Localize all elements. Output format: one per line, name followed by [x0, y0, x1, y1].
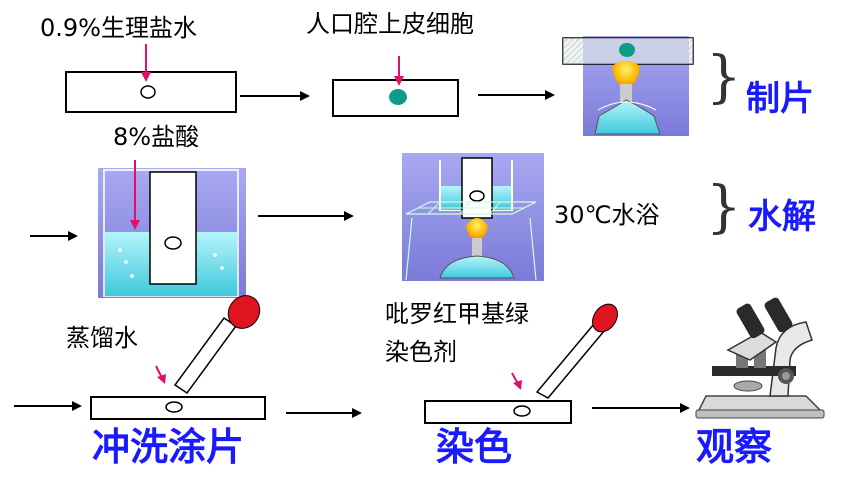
water-bath-illustration	[402, 153, 544, 281]
water-bath-label: 30℃水浴	[554, 201, 660, 229]
stage-hydrolysis: 水解	[748, 197, 816, 237]
make-slide-brace: }	[706, 45, 742, 110]
hydrolysis-brace: }	[706, 175, 742, 240]
stain-label-line2: 染色剂	[385, 338, 457, 366]
arrow-2	[478, 90, 555, 100]
rinse-slide	[90, 396, 266, 420]
heating-slide-illustration	[562, 36, 694, 136]
distilled-water-dropper	[173, 295, 261, 395]
cheek-cells-label: 人口腔上皮细胞	[306, 10, 474, 38]
arrow-7	[592, 403, 690, 413]
hcl-pointer	[130, 160, 140, 230]
cheek-cell-pointer	[394, 56, 404, 86]
saline-label: 0.9%生理盐水	[40, 14, 197, 42]
arrow-3	[30, 231, 78, 241]
stage-stain: 染色	[436, 425, 513, 469]
arrow-6	[286, 408, 362, 418]
microscope-icon	[695, 297, 825, 419]
stain-pointer	[511, 372, 522, 390]
hcl-beaker	[98, 168, 246, 298]
arrow-5	[14, 401, 82, 411]
stage-make-slide: 制片	[746, 79, 814, 119]
stain-dropper	[535, 303, 618, 399]
arrow-1	[240, 91, 310, 101]
cheek-cell-slide	[332, 79, 459, 117]
saline-slide	[65, 71, 237, 113]
stain-label-line1: 吡罗红甲基绿	[385, 300, 529, 328]
saline-pointer	[141, 44, 151, 82]
stain-slide	[424, 400, 572, 424]
stage-observe: 观察	[696, 425, 773, 469]
distilled-water-pointer	[155, 365, 166, 384]
distilled-water-label: 蒸馏水	[66, 324, 138, 352]
stage-rinse: 冲洗涂片	[92, 425, 245, 469]
hcl-label: 8%盐酸	[113, 123, 200, 151]
arrow-4	[258, 211, 354, 221]
